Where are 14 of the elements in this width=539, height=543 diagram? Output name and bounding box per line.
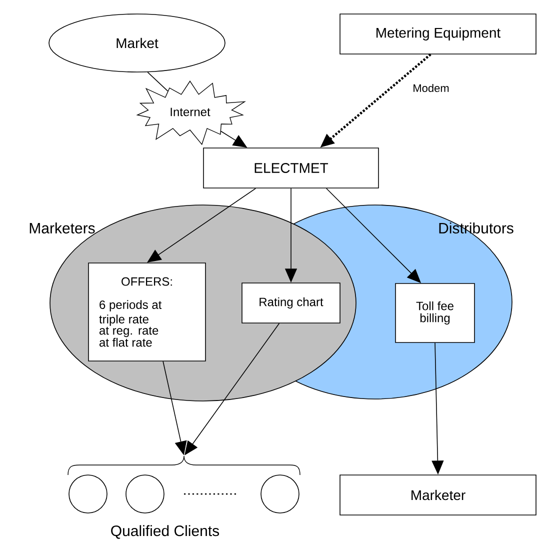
offer-box: OFFERS: 6 periods at triple rate at reg. rate at flat rate (88, 262, 206, 362)
process-box: Metering Equipment (340, 14, 536, 54)
group-label: Qualified Clients (111, 525, 220, 539)
client-circle (68, 474, 108, 514)
brace (68, 456, 300, 476)
process-box: Toll fee billing (395, 283, 475, 343)
process-box: ELECTMET (203, 148, 379, 188)
client-circle (126, 474, 164, 514)
process-box: Marketer (340, 474, 536, 516)
edge-label: Modem (412, 82, 450, 94)
client-circle (260, 474, 300, 514)
region-label: Marketers (30, 222, 95, 234)
ellipse-node: Market (48, 14, 226, 72)
process-box: Rating chart (242, 282, 340, 324)
